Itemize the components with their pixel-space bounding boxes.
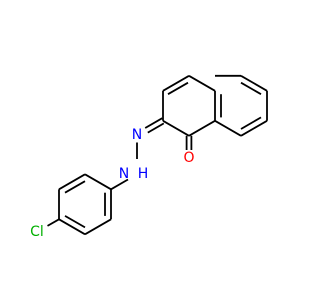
- double-bond: [147, 122, 165, 134]
- quinone-ring: [162, 75, 216, 137]
- molecule-structure-diagram: O N N H Cl: [30, 74, 268, 240]
- nitrogen-label: N: [119, 166, 129, 182]
- double-bond-inner: [64, 215, 86, 229]
- bond: [188, 120, 216, 137]
- bond: [162, 120, 190, 137]
- oxygen-label: O: [183, 150, 194, 166]
- bond: [58, 173, 86, 191]
- double-bond-inner: [240, 81, 262, 95]
- bond: [162, 75, 190, 92]
- chlorine-label: Cl: [30, 224, 44, 240]
- nitrogen-label: N: [132, 127, 142, 143]
- bond: [240, 120, 268, 137]
- bond: [110, 178, 129, 191]
- hydrazone-linkage: [110, 117, 165, 191]
- bond: [58, 218, 86, 236]
- bond: [84, 173, 112, 191]
- benzo-ring: [214, 74, 268, 137]
- carbonyl-bond: [185, 135, 193, 150]
- double-bond: [144, 117, 163, 129]
- bond: [240, 75, 268, 92]
- double-bond-inner: [240, 116, 262, 130]
- hydrogen-label: H: [138, 166, 149, 182]
- chlorophenyl-ring: [58, 173, 112, 236]
- double-bond-inner: [167, 81, 189, 95]
- double-bond-inner: [64, 180, 86, 194]
- chlorine-bond: [47, 218, 60, 227]
- bond: [188, 75, 216, 92]
- bond: [84, 218, 112, 236]
- bond: [214, 120, 242, 137]
